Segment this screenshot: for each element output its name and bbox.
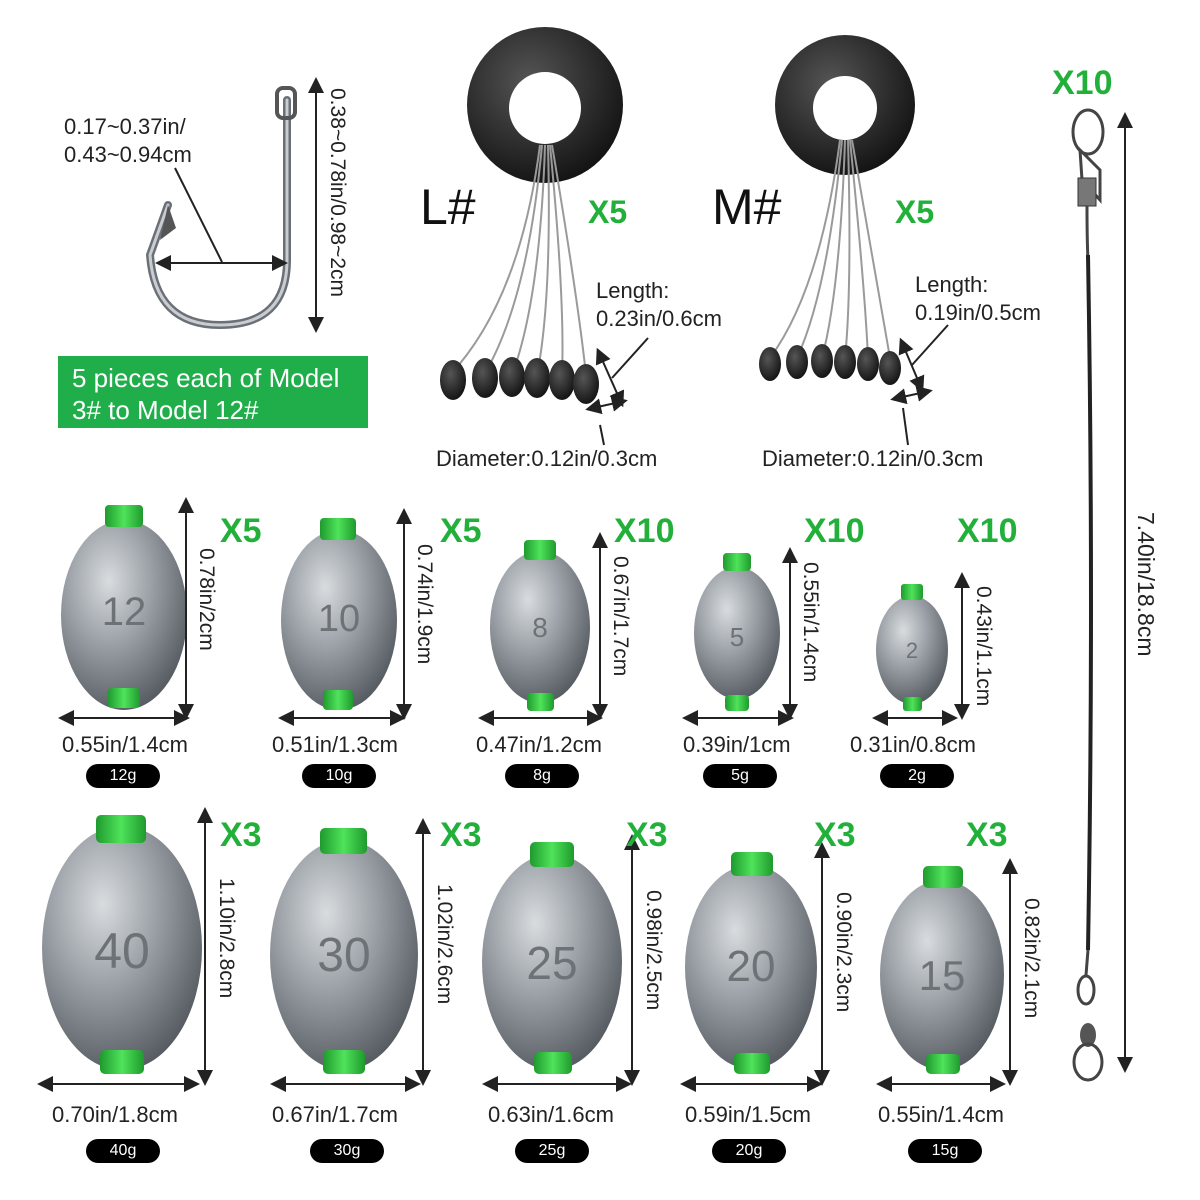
weight-badge: 20g — [712, 1139, 786, 1163]
hook-gap-label-2: 0.43~0.94cm — [64, 142, 192, 167]
weight-qty: X5 — [220, 512, 262, 550]
weight-width-label: 0.51in/1.3cm — [272, 732, 398, 757]
weight-badge: 10g — [302, 764, 376, 788]
stopper-l-length-label: Length: — [596, 278, 670, 303]
weight-badge: 40g — [86, 1139, 160, 1163]
weight-width-label: 0.39in/1cm — [683, 732, 791, 757]
stopper-m-length-value: 0.19in/0.5cm — [915, 300, 1041, 325]
stopper-m-icon — [759, 35, 949, 446]
weight-badge: 15g — [908, 1139, 982, 1163]
model-banner: 5 pieces each of Model 3# to Model 12# — [58, 356, 368, 428]
weight-qty: X10 — [614, 512, 675, 550]
weight-height-label: 0.90in/2.3cm — [832, 892, 855, 1013]
weight-number: 15 — [918, 952, 966, 999]
weight-40-icon — [37, 807, 213, 1092]
weight-width-label: 0.55in/1.4cm — [878, 1102, 1004, 1127]
weight-height-label: 0.82in/2.1cm — [1020, 898, 1043, 1019]
weight-25-icon — [482, 834, 640, 1092]
leader-qty: X10 — [1052, 64, 1113, 102]
fishing-hook-icon — [145, 77, 324, 333]
weight-badge: 12g — [86, 764, 160, 788]
weight-width-label: 0.31in/0.8cm — [850, 732, 976, 757]
weight-width-label: 0.67in/1.7cm — [272, 1102, 398, 1127]
weight-height-label: 0.43in/1.1cm — [972, 586, 995, 707]
weight-height-label: 0.74in/1.9cm — [413, 544, 436, 665]
weight-number: 12 — [101, 590, 147, 634]
weight-qty: X10 — [957, 512, 1018, 550]
weight-qty: X10 — [804, 512, 865, 550]
weight-2-icon — [872, 572, 970, 726]
weight-30-icon — [270, 818, 431, 1092]
stopper-m-length-label: Length: — [915, 272, 989, 297]
weight-badge: 30g — [310, 1139, 384, 1163]
weight-number: 2 — [905, 638, 919, 663]
weight-width-label: 0.70in/1.8cm — [52, 1102, 178, 1127]
weight-15-icon — [876, 858, 1018, 1092]
stopper-m-qty: X5 — [895, 194, 935, 230]
weight-height-label: 0.67in/1.7cm — [609, 556, 632, 677]
weight-8-icon — [478, 532, 608, 726]
weight-qty: X3 — [814, 816, 856, 854]
hook-gap-label-1: 0.17~0.37in/ — [64, 114, 186, 139]
hook-length-label: 0.38~0.78in/0.98~2cm — [326, 88, 349, 297]
stopper-l-icon — [440, 27, 649, 446]
weight-qty: X3 — [966, 816, 1008, 854]
weight-number: 30 — [317, 929, 371, 982]
weight-qty: X3 — [626, 816, 668, 854]
weight-number: 40 — [94, 923, 150, 979]
weight-number: 25 — [526, 937, 578, 989]
weight-number: 20 — [726, 942, 776, 991]
stopper-l-diameter: Diameter:0.12in/0.3cm — [436, 446, 658, 471]
weight-badge: 2g — [880, 764, 954, 788]
weight-height-label: 0.98in/2.5cm — [642, 890, 665, 1011]
weight-20-icon — [680, 842, 830, 1092]
weight-12-icon — [58, 497, 194, 726]
weight-qty: X5 — [440, 512, 482, 550]
weight-5-icon — [682, 547, 798, 726]
weight-width-label: 0.63in/1.6cm — [488, 1102, 614, 1127]
weight-badge: 5g — [703, 764, 777, 788]
stopper-l-length-value: 0.23in/0.6cm — [596, 306, 722, 331]
stopper-m-size: M# — [712, 179, 782, 235]
leader-length-label: 7.40in/18.8cm — [1133, 512, 1159, 657]
stopper-l-qty: X5 — [588, 194, 628, 230]
weight-qty: X3 — [440, 816, 482, 854]
leader-wire-icon — [1071, 108, 1133, 1082]
banner-line-1: 5 pieces each of Model — [72, 363, 340, 393]
weight-number: 8 — [532, 612, 548, 643]
weight-height-label: 0.55in/1.4cm — [799, 562, 822, 683]
weight-10-icon — [278, 508, 412, 726]
banner-line-2: 3# to Model 12# — [72, 395, 259, 425]
weight-badge: 8g — [505, 764, 579, 788]
weight-height-label: 1.10in/2.8cm — [215, 878, 238, 999]
weight-qty: X3 — [220, 816, 262, 854]
weight-width-label: 0.55in/1.4cm — [62, 732, 188, 757]
stopper-l-size: L# — [420, 179, 476, 235]
weight-badge: 25g — [515, 1139, 589, 1163]
weight-width-label: 0.47in/1.2cm — [476, 732, 602, 757]
weight-height-label: 0.78in/2cm — [195, 548, 218, 651]
weight-number: 10 — [317, 598, 361, 640]
weight-height-label: 1.02in/2.6cm — [433, 884, 456, 1005]
weight-width-label: 0.59in/1.5cm — [685, 1102, 811, 1127]
weight-number: 5 — [729, 622, 745, 652]
stopper-m-diameter: Diameter:0.12in/0.3cm — [762, 446, 984, 471]
